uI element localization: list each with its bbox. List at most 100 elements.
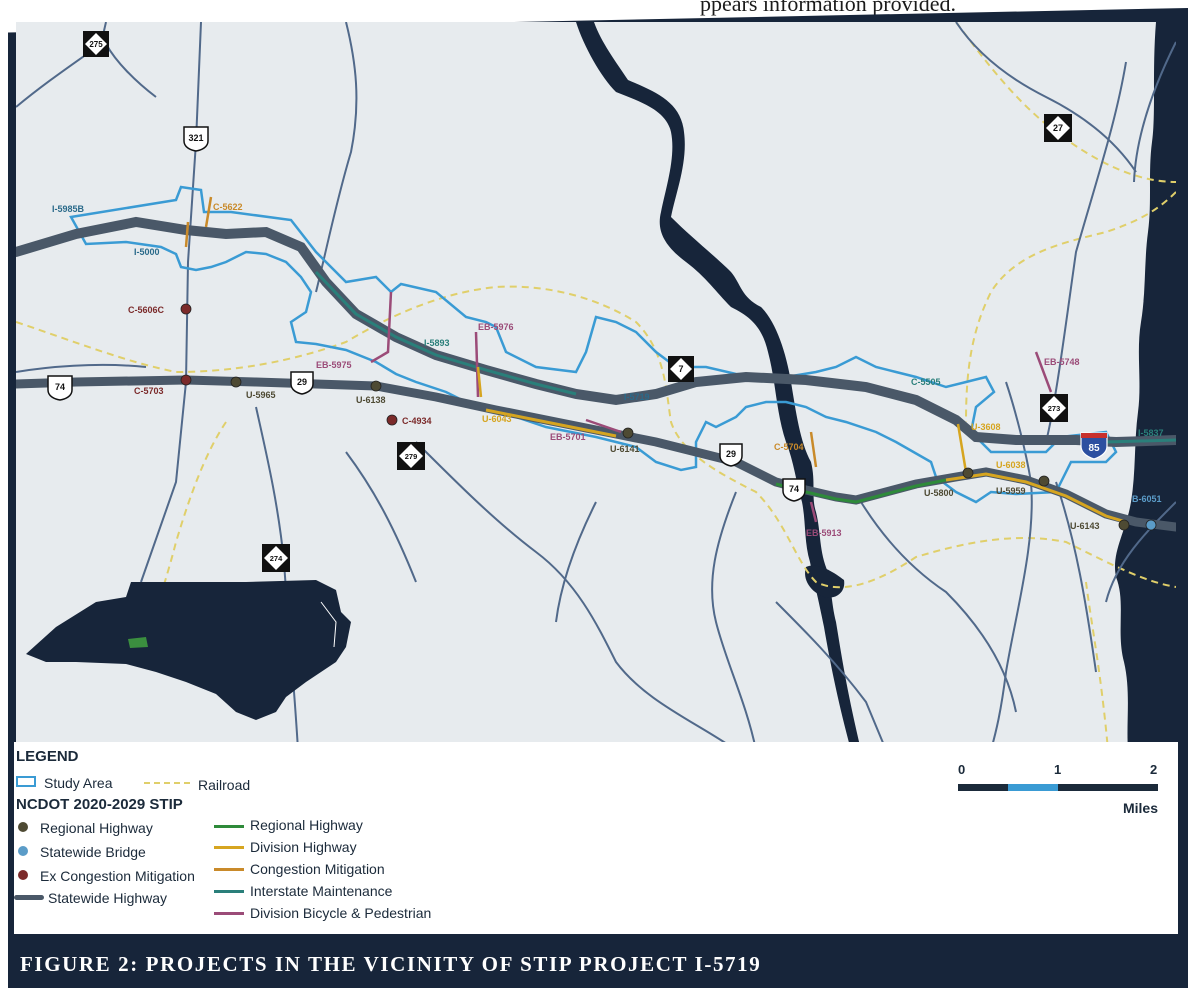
legend-line-regional: Regional Highway xyxy=(250,817,363,833)
svg-text:27: 27 xyxy=(1053,123,1063,133)
point-u-5959 xyxy=(1038,475,1050,487)
legend-line-division: Division Highway xyxy=(250,839,357,855)
point-u-6141 xyxy=(622,427,634,439)
legend-railroad-swatch xyxy=(144,782,190,784)
scale-segment-3 xyxy=(1058,784,1158,791)
label-c-4934: C-4934 xyxy=(402,416,432,426)
shield-us-321: 321 xyxy=(183,126,209,152)
map-canvas: 275 321 27 74 29 7 xyxy=(16,22,1176,750)
label-c-5704: C-5704 xyxy=(774,442,804,452)
label-eb-5975: EB-5975 xyxy=(316,360,352,370)
route-shields: 275 321 27 74 29 7 xyxy=(47,31,1108,572)
shield-us-74: 74 xyxy=(47,375,73,401)
legend-line-congestion-swatch xyxy=(214,868,244,871)
shield-nc-275: 275 xyxy=(83,31,109,57)
label-u-3608: U-3608 xyxy=(971,422,1001,432)
shield-nc-7: 7 xyxy=(668,356,694,382)
map-area[interactable]: 275 321 27 74 29 7 xyxy=(16,22,1176,750)
scale-tick-0: 0 xyxy=(958,762,966,777)
label-u-5965: U-5965 xyxy=(246,390,276,400)
scale-units: Miles xyxy=(1122,800,1158,816)
river-east xyxy=(1114,22,1176,750)
label-u-6138: U-6138 xyxy=(356,395,386,405)
point-u-5965 xyxy=(230,376,242,388)
legend-line-interstate-swatch xyxy=(214,890,244,893)
i-85-corridor xyxy=(16,216,1176,448)
svg-text:74: 74 xyxy=(55,382,65,392)
legend-line-bikeped: Division Bicycle & Pedestrian xyxy=(250,905,432,921)
project-labels: I-5985B C-5622 I-5000 C-5606C C-5703 U-5… xyxy=(52,202,1164,538)
shield-i-85: 85 xyxy=(1080,432,1108,460)
svg-text:279: 279 xyxy=(405,452,418,461)
svg-text:74: 74 xyxy=(789,484,799,494)
label-eb-5913: EB-5913 xyxy=(806,528,842,538)
legend-statewide-hwy: Statewide Highway xyxy=(48,890,168,906)
legend-study-area-swatch xyxy=(16,776,36,787)
svg-text:321: 321 xyxy=(188,133,203,143)
legend-point-regional-swatch xyxy=(18,822,28,832)
point-u-5800 xyxy=(962,467,974,479)
shield-nc-279: 279 xyxy=(397,442,425,470)
legend-point-regional: Regional Highway xyxy=(40,820,153,836)
label-i-5000: I-5000 xyxy=(134,247,160,257)
legend-study-area: Study Area xyxy=(44,775,113,791)
label-c-5703: C-5703 xyxy=(134,386,164,396)
study-area xyxy=(69,185,1118,504)
nc-inset-map xyxy=(26,580,351,720)
shield-us-74-east: 74 xyxy=(782,478,806,502)
project-segments xyxy=(184,196,1053,523)
shield-nc-274: 274 xyxy=(262,544,290,572)
svg-text:275: 275 xyxy=(89,40,103,49)
shield-us-29-east: 29 xyxy=(719,443,743,467)
legend-point-excong-swatch xyxy=(18,870,28,880)
point-b-6051 xyxy=(1145,519,1157,531)
shield-nc-27: 27 xyxy=(1044,114,1072,142)
caption-bar: FIGURE 2: PROJECTS IN THE VICINITY OF ST… xyxy=(8,938,1188,988)
label-u-6043: U-6043 xyxy=(482,414,512,424)
legend-line-congestion: Congestion Mitigation xyxy=(250,861,385,877)
label-i-5893: I-5893 xyxy=(424,338,450,348)
division-highway-east xyxy=(945,472,1127,524)
label-eb-5748: EB-5748 xyxy=(1044,357,1080,367)
label-eb-5976: EB-5976 xyxy=(478,322,514,332)
svg-text:273: 273 xyxy=(1048,404,1061,413)
page-header-text: ppears information provided. xyxy=(700,0,956,16)
label-u-6038: U-6038 xyxy=(996,460,1026,470)
interstate-maintenance-i85 xyxy=(314,270,577,396)
label-u-6143: U-6143 xyxy=(1070,521,1100,531)
label-i-5985b: I-5985B xyxy=(52,204,85,214)
point-u-6143 xyxy=(1118,519,1130,531)
legend-panel: LEGEND Study Area Railroad NCDOT 2020-20… xyxy=(14,742,1178,934)
svg-text:274: 274 xyxy=(270,554,283,563)
point-c-4934 xyxy=(386,414,398,426)
scale-segment-2 xyxy=(1008,784,1058,791)
interstate-maintenance-east xyxy=(1105,438,1176,444)
label-c-5622: C-5622 xyxy=(213,202,243,212)
label-eb-5701: EB-5701 xyxy=(550,432,586,442)
legend-line-interstate: Interstate Maintenance xyxy=(250,883,393,899)
svg-text:7: 7 xyxy=(678,364,683,374)
legend-point-excong: Ex Congestion Mitigation xyxy=(40,868,195,884)
point-u-6138 xyxy=(370,380,382,392)
legend-point-bridge-swatch xyxy=(18,846,28,856)
legend-stip-heading: NCDOT 2020-2029 STIP xyxy=(16,796,183,813)
label-c-5505: C-5505 xyxy=(911,377,941,387)
label-b-6051: B-6051 xyxy=(1132,494,1162,504)
legend-title: LEGEND xyxy=(16,748,79,765)
svg-text:29: 29 xyxy=(726,449,736,459)
label-c-5606c: C-5606C xyxy=(128,305,165,315)
legend-line-division-swatch xyxy=(214,846,244,849)
label-u-5959: U-5959 xyxy=(996,486,1026,496)
svg-text:29: 29 xyxy=(297,377,307,387)
legend-line-bikeped-swatch xyxy=(214,912,244,915)
scale-tick-1: 1 xyxy=(1054,762,1062,777)
label-u-5800: U-5800 xyxy=(924,488,954,498)
scale-segment-1 xyxy=(958,784,1008,791)
us-74-corridor xyxy=(16,375,1176,532)
shield-us-29-west: 29 xyxy=(290,371,314,395)
label-i-5837: I-5837 xyxy=(1138,428,1164,438)
figure-caption: FIGURE 2: PROJECTS IN THE VICINITY OF ST… xyxy=(20,952,762,976)
svg-text:85: 85 xyxy=(1088,443,1100,454)
legend-statewide-hwy-swatch xyxy=(14,895,44,900)
regional-highway-us74 xyxy=(775,478,947,504)
